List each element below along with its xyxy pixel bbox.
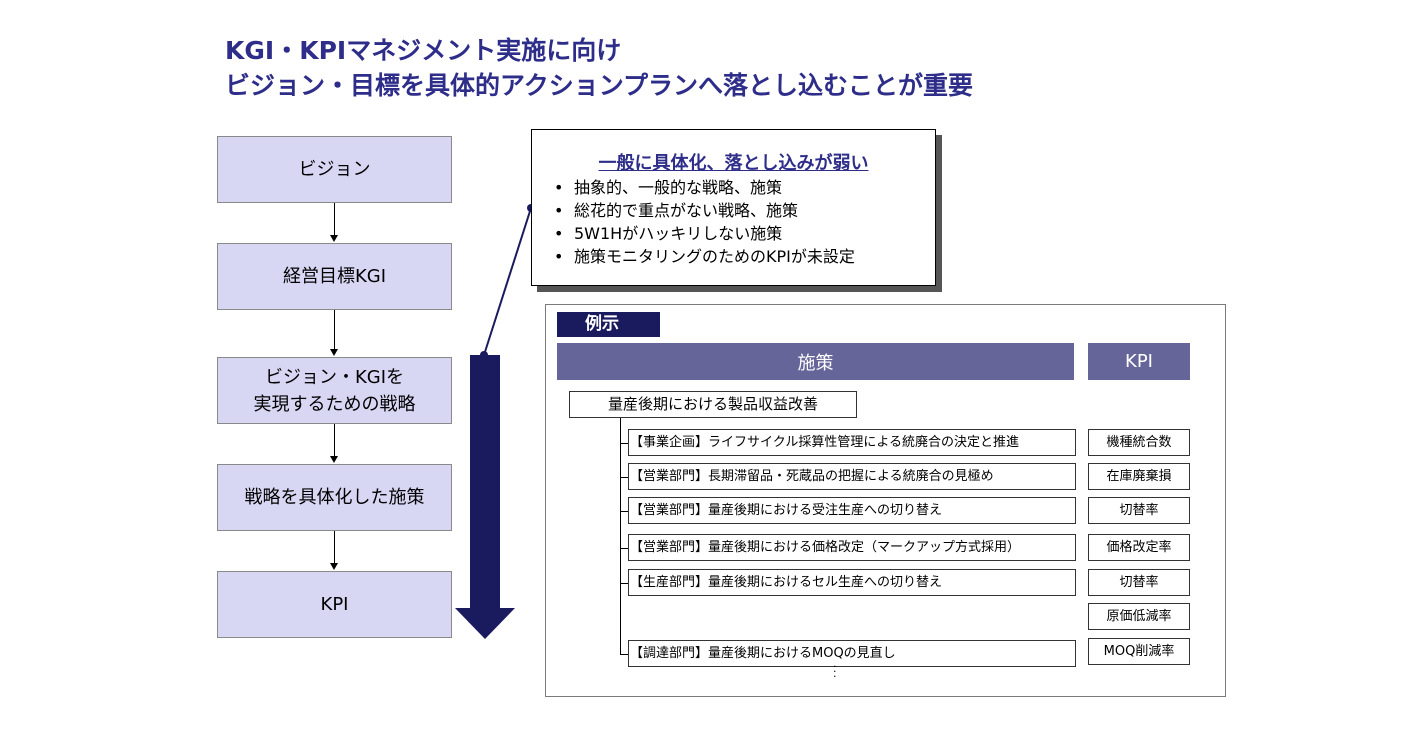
- kpi-item: 価格改定率: [1088, 534, 1190, 561]
- cascade-arrow-shaft: [470, 355, 500, 610]
- continuation-ellipsis: ···: [833, 660, 837, 683]
- flow-step-strategy: ビジョン・KGIを 実現するための戦略: [217, 357, 452, 424]
- title-line-2: ビジョン・目標を具体的アクションプランへ落とし込むことが重要: [225, 71, 974, 100]
- cascade-arrow-head-icon: [455, 608, 515, 639]
- flow-connector: [334, 203, 335, 236]
- kpi-item: 切替率: [1088, 497, 1190, 524]
- callout-title: 一般に具体化、落とし込みが弱い: [598, 153, 869, 174]
- tree-trunk: [620, 418, 621, 654]
- tree-branch: [620, 548, 630, 549]
- callout-item: 5W1Hがハッキリしない施策: [554, 222, 855, 245]
- tree-branch: [620, 511, 630, 512]
- tree-branch: [620, 443, 630, 444]
- measure-item: 【調達部門】量産後期におけるMOQの見直し: [628, 640, 1076, 667]
- flow-step-vision: ビジョン: [217, 136, 452, 203]
- tree-branch: [620, 583, 630, 584]
- kpi-item: 切替率: [1088, 569, 1190, 596]
- kpi-item: 機種統合数: [1088, 429, 1190, 456]
- callout-item: 総花的で重点がない戦略、施策: [554, 199, 855, 222]
- weakness-callout: 一般に具体化、落とし込みが弱い 抽象的、一般的な戦略、施策 総花的で重点がない戦…: [531, 129, 936, 286]
- arrow-down-icon: [330, 456, 338, 463]
- flow-connector: [334, 310, 335, 350]
- flow-step-kpi: KPI: [217, 571, 452, 638]
- kpi-item: 在庫廃棄損: [1088, 463, 1190, 490]
- tree-branch: [620, 654, 630, 655]
- title-line-1: KGI・KPIマネジメント実施に向け: [225, 36, 622, 65]
- callout-list: 抽象的、一般的な戦略、施策 総花的で重点がない戦略、施策 5W1Hがハッキリしな…: [554, 176, 855, 268]
- callout-item: 抽象的、一般的な戦略、施策: [554, 176, 855, 199]
- measure-item: 【生産部門】量産後期におけるセル生産への切り替え: [628, 569, 1076, 596]
- flow-connector: [334, 531, 335, 564]
- page-title: KGI・KPIマネジメント実施に向け ビジョン・目標を具体的アクションプランへ落…: [225, 33, 973, 103]
- measure-item: 【営業部門】長期滞留品・死蔵品の把握による統廃合の見極め: [628, 463, 1076, 490]
- arrow-down-icon: [330, 235, 338, 242]
- measure-item: 【事業企画】ライフサイクル採算性管理による統廃合の決定と推進: [628, 429, 1076, 456]
- kpi-header: KPI: [1088, 343, 1190, 380]
- kpi-item: 原価低減率: [1088, 603, 1190, 630]
- tree-branch: [620, 477, 630, 478]
- root-measure: 量産後期における製品収益改善: [569, 391, 857, 418]
- example-tag: 例示: [557, 312, 660, 337]
- flow-connector: [334, 424, 335, 457]
- connector-dot-icon: [480, 351, 488, 359]
- flow-step-measures: 戦略を具体化した施策: [217, 464, 452, 531]
- arrow-down-icon: [330, 349, 338, 356]
- measure-item: 【営業部門】量産後期における価格改定（マークアップ方式採用）: [628, 534, 1076, 561]
- measure-item: 【営業部門】量産後期における受注生産への切り替え: [628, 497, 1076, 524]
- callout-item: 施策モニタリングのためのKPIが未設定: [554, 245, 855, 268]
- arrow-down-icon: [330, 563, 338, 570]
- flow-step-kgi: 経営目標KGI: [217, 243, 452, 310]
- measures-header: 施策: [557, 343, 1074, 380]
- kpi-item: MOQ削減率: [1088, 638, 1190, 665]
